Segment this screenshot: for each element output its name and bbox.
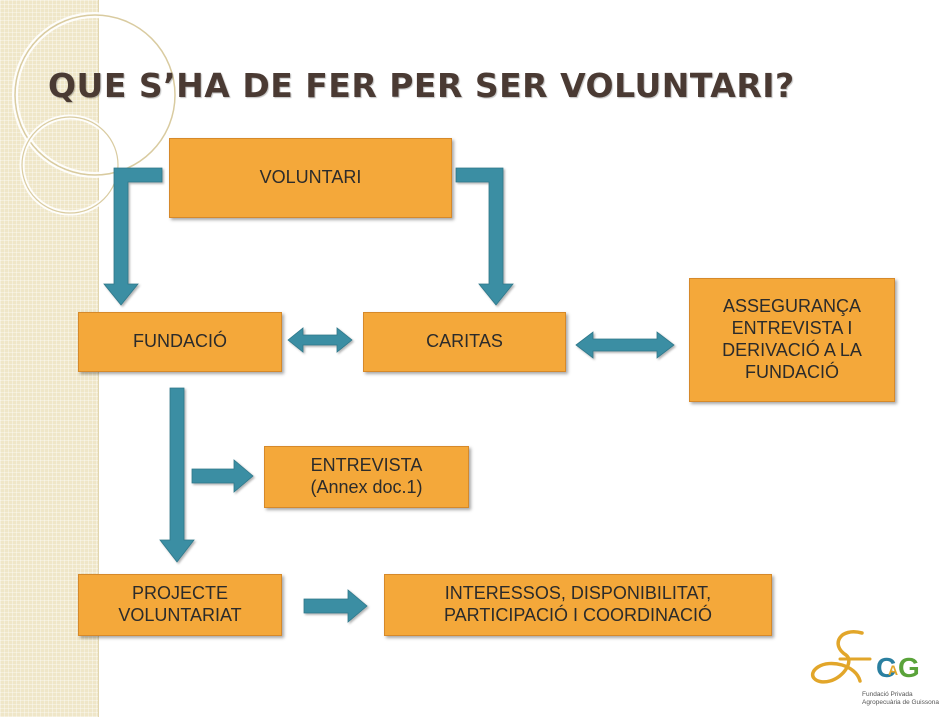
decorative-circles bbox=[12, 12, 178, 216]
node-asseguranca-line-4: FUNDACIÓ bbox=[744, 361, 839, 382]
node-caritas-label: CARITAS bbox=[426, 331, 503, 352]
node-entrevista-line-2: (Annex doc.1) bbox=[310, 477, 423, 497]
node-entrevista-line-1: ENTREVISTA bbox=[310, 455, 423, 476]
node-asseguranca-line-2: ENTREVISTA I bbox=[731, 318, 853, 339]
svg-text:C: C bbox=[876, 652, 896, 683]
node-interessos-line-2: PARTICIPACIÓ I COORDINACIÓ bbox=[443, 605, 713, 625]
fag-logo: C G A bbox=[811, 630, 920, 684]
node-projecte-line-1: PROJECTE bbox=[131, 583, 228, 604]
logo-caption: Fundació Privada Agropecuària de Guisson… bbox=[862, 691, 947, 707]
arrow-voluntari-to-fundacio bbox=[103, 167, 163, 306]
logo-caption-line-2: Agropecuària de Guissona bbox=[862, 699, 939, 706]
node-projecte-line-2: VOLUNTARIAT bbox=[118, 605, 242, 625]
svg-text:G: G bbox=[898, 652, 920, 683]
arrow-projecte-to-interessos bbox=[303, 589, 368, 623]
node-asseguranca-line-3: DERIVACIÓ A LA bbox=[722, 340, 862, 360]
node-projecte: PROJECTE VOLUNTARIAT bbox=[78, 574, 282, 636]
page-title: QUE S’HA DE FER PER SER VOLUNTARI? bbox=[48, 66, 795, 105]
node-interessos-line-1: INTERESSOS, DISPONIBILITAT, bbox=[444, 583, 712, 604]
node-voluntari-label: VOLUNTARI bbox=[259, 167, 362, 188]
arrow-to-entrevista bbox=[191, 459, 254, 493]
node-caritas: CARITAS bbox=[363, 312, 566, 372]
arrow-fundacio-to-projecte bbox=[159, 387, 195, 563]
logo-caption-line-1: Fundació Privada bbox=[862, 691, 913, 698]
arrow-fundacio-caritas bbox=[287, 327, 353, 353]
arrow-caritas-asseguranca bbox=[575, 331, 675, 359]
node-voluntari: VOLUNTARI bbox=[169, 138, 452, 218]
node-fundacio-label: FUNDACIÓ bbox=[133, 331, 227, 352]
node-entrevista: ENTREVISTA (Annex doc.1) bbox=[264, 446, 469, 508]
svg-text:A: A bbox=[888, 662, 898, 678]
node-interessos: INTERESSOS, DISPONIBILITAT, PARTICIPACIÓ… bbox=[384, 574, 772, 636]
arrow-voluntari-to-caritas bbox=[455, 167, 514, 306]
node-asseguranca-line-1: ASSEGURANÇA bbox=[722, 296, 862, 317]
node-fundacio: FUNDACIÓ bbox=[78, 312, 282, 372]
node-asseguranca: ASSEGURANÇA ENTREVISTA I DERIVACIÓ A LA … bbox=[689, 278, 895, 402]
